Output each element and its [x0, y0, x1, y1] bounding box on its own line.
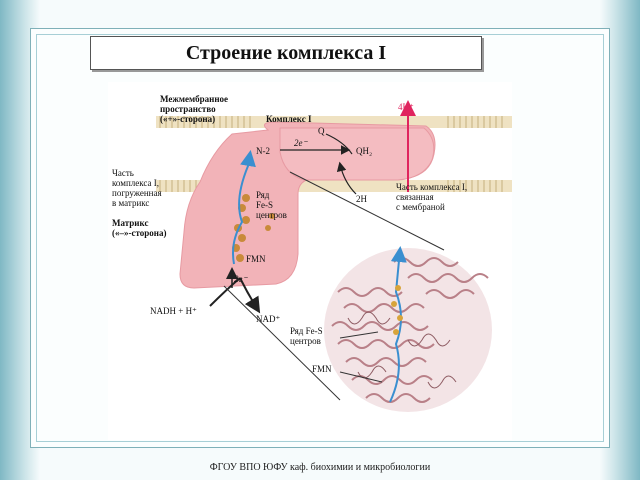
n2-label: N-2	[256, 146, 270, 156]
nadh-label: NADH + H⁺	[150, 306, 197, 316]
slide-title: Строение комплекса I	[185, 41, 387, 64]
membrane-part-label-3: с мембраной	[396, 202, 445, 212]
pointer-line-top	[289, 171, 445, 251]
crystal-structure	[324, 246, 492, 412]
complex-label: Комплекс I	[266, 114, 312, 124]
slide-footer: ФГОУ ВПО ЮФУ каф. биохимии и микробиолог…	[209, 462, 431, 473]
matrix-part-label-2: комплекса I,	[112, 178, 159, 188]
matrix-part-label-4: в матрикс	[112, 198, 149, 208]
membrane-part-label-1: Часть комплекса I,	[396, 182, 467, 192]
matrix-label-2: («–»-сторона)	[112, 228, 166, 238]
two-e-bottom-label: 2e⁻	[234, 274, 248, 284]
membrane-arm	[279, 127, 435, 181]
nad-arrow	[239, 277, 261, 314]
intermembrane-label-1: Межмембранное	[160, 94, 228, 104]
structure-electron-path	[389, 246, 407, 403]
two-e-top-label: 2e⁻	[294, 138, 308, 148]
matrix-part-label-1: Часть	[112, 168, 134, 178]
structure-fmn-label: FMN	[312, 364, 332, 374]
qh2-label: QH₂	[356, 146, 372, 156]
two-h-arrow	[336, 161, 357, 195]
title-box: Строение комплекса I	[90, 36, 482, 70]
matrix-part-label-3: погруженная	[112, 188, 162, 198]
structure-fes-label-1: Ряд Fe-S	[290, 326, 323, 336]
fes-row-label-3: центров	[256, 210, 287, 220]
nadh-arrow	[209, 277, 241, 307]
electron-path	[232, 150, 256, 265]
proton-label: 4H⁺	[398, 102, 414, 112]
fes-row-label-2: Fe-S	[256, 200, 273, 210]
complex-i-diagram: Межмембранное пространство («+»-сторона)…	[112, 94, 512, 412]
fes-row-label-1: Ряд	[256, 190, 270, 200]
structure-fes-label-2: центров	[290, 336, 321, 346]
slide-inner-frame	[36, 34, 604, 442]
intermembrane-label-2: пространство	[160, 104, 216, 114]
q-label: Q	[318, 126, 325, 136]
nad-label: NAD⁺	[256, 314, 280, 324]
matrix-label-1: Матрикс	[112, 218, 148, 228]
q-to-qh2-arrow	[325, 133, 353, 155]
pointer-line-bottom	[223, 285, 341, 401]
two-h-label: 2H	[356, 194, 368, 204]
intermembrane-label-3: («+»-сторона)	[160, 114, 215, 124]
complex-i-figure: Межмембранное пространство («+»-сторона)…	[108, 82, 512, 440]
membrane-part-label-2: связанная	[396, 192, 434, 202]
fmn-label: FMN	[246, 254, 266, 264]
